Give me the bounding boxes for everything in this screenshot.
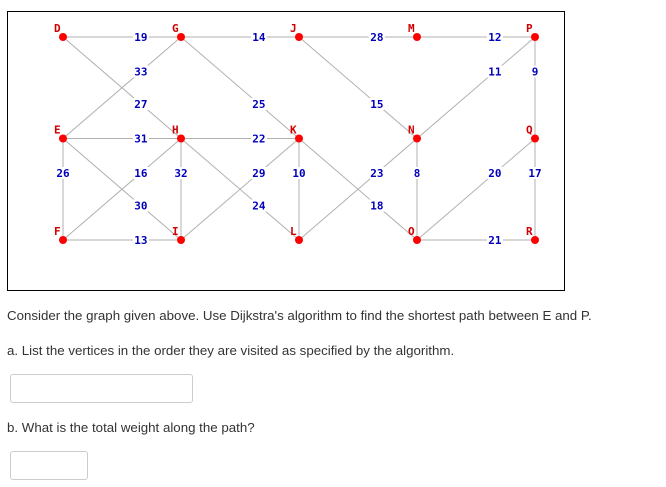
edge-weight-H-K: 22 — [252, 133, 265, 146]
edge-weight-E-H: 31 — [134, 133, 148, 146]
edge-weight-N-P: 11 — [488, 66, 502, 79]
edge-N-P — [416, 36, 536, 139]
edge-weight-L-N: 23 — [370, 167, 383, 180]
node-M — [413, 33, 421, 41]
edge-weight-J-M: 28 — [370, 31, 383, 44]
edge-weight-D-H: 27 — [134, 98, 147, 111]
weight-label-bg — [486, 31, 503, 43]
weight-label-bg — [368, 167, 385, 180]
graph-figure: 19 14 28 12 33 27 25 15 11 9 31 22 26 16 32 30 29 10 24 18 2… — [7, 11, 565, 291]
weight-label-bg — [173, 167, 189, 180]
node-P — [531, 33, 539, 41]
node-label-F: F — [54, 225, 61, 238]
edge-G-K — [180, 36, 300, 139]
node-label-G: G — [172, 22, 179, 35]
weight-label-bg — [527, 167, 543, 180]
node-label-P: P — [526, 22, 533, 35]
edge-L-N — [298, 138, 418, 241]
weight-label-bg — [132, 199, 149, 212]
node-label-R: R — [526, 225, 533, 238]
edge-weight-G-J: 14 — [252, 31, 266, 44]
edge-weight-Q-P: 9 — [532, 66, 539, 79]
part-a-answer-input[interactable] — [10, 374, 193, 403]
node-G — [177, 33, 185, 41]
weight-label-bg — [132, 132, 149, 145]
node-L — [295, 236, 303, 244]
graph-svg: 19 14 28 12 33 27 25 15 11 9 31 22 26 16 32 30 29 10 24 18 2… — [54, 22, 543, 247]
node-label-L: L — [290, 225, 297, 238]
weight-label-bg — [132, 65, 149, 78]
edge-weight-L-K: 10 — [292, 167, 305, 180]
question-intro: Consider the graph given above. Use Dijk… — [7, 308, 592, 323]
node-H — [177, 134, 185, 143]
node-label-M: M — [408, 22, 415, 35]
node-K — [295, 134, 303, 143]
part-b-answer-input[interactable] — [10, 451, 88, 480]
weight-label-bg — [368, 31, 385, 43]
question-part-a: a. List the vertices in the order they a… — [7, 343, 455, 358]
edge-weight-M-P: 12 — [488, 31, 501, 44]
edge-weight-K-O: 18 — [370, 199, 383, 212]
node-J — [295, 33, 303, 41]
weight-label-bg — [486, 65, 503, 78]
weight-label-bg — [291, 167, 307, 180]
node-O — [413, 236, 421, 244]
weight-label-bg — [132, 97, 149, 110]
node-D — [59, 33, 67, 41]
edge-weight-O-N: 8 — [414, 167, 421, 180]
weight-label-bg — [250, 31, 267, 43]
edge-weight-E-I: 30 — [134, 199, 147, 212]
edge-weight-F-I: 13 — [134, 234, 147, 247]
node-R — [531, 236, 539, 244]
weight-label-bg — [250, 97, 267, 110]
weight-label-bg — [530, 65, 540, 78]
weight-label-bg — [55, 167, 71, 180]
weight-label-bg — [486, 234, 503, 246]
weight-label-bg — [132, 234, 149, 246]
node-label-H: H — [172, 124, 179, 137]
node-label-O: O — [408, 225, 415, 238]
edge-E-I — [62, 138, 182, 241]
weight-label-bg — [250, 199, 267, 212]
node-F — [59, 236, 67, 244]
node-N — [413, 134, 421, 143]
node-label-E: E — [54, 124, 61, 137]
edge-weight-H-L: 24 — [252, 199, 266, 212]
edge-weight-F-E: 26 — [56, 167, 70, 180]
edge-weight-I-H: 32 — [174, 167, 187, 180]
node-label-I: I — [172, 225, 179, 238]
edge-weight-G-K: 25 — [252, 98, 265, 111]
edge-weight-O-Q: 20 — [488, 167, 501, 180]
edge-weight-R-Q: 17 — [528, 167, 541, 180]
weight-label-bg — [250, 132, 267, 145]
node-label-J: J — [290, 22, 297, 35]
node-label-Q: Q — [526, 124, 533, 137]
edge-weight-I-K: 29 — [252, 167, 265, 180]
node-E — [59, 134, 67, 143]
edge-weight-O-R: 21 — [488, 234, 502, 247]
node-Q — [531, 134, 539, 143]
edge-weight-E-G: 33 — [134, 66, 147, 79]
node-I — [177, 236, 185, 244]
node-label-D: D — [54, 22, 61, 35]
edge-weight-J-N: 15 — [370, 98, 383, 111]
edge-weight-F-H: 16 — [134, 167, 148, 180]
edge-O-Q — [416, 138, 536, 241]
node-label-N: N — [408, 124, 415, 137]
weight-label-bg — [486, 167, 503, 180]
weight-label-bg — [412, 167, 422, 180]
edge-J-N — [298, 36, 418, 139]
edge-D-H — [62, 36, 182, 139]
edge-H-L — [180, 138, 300, 241]
weight-label-bg — [132, 31, 149, 43]
weight-label-bg — [132, 167, 149, 180]
node-label-K: K — [290, 124, 297, 137]
question-part-b: b. What is the total weight along the pa… — [7, 420, 255, 435]
weight-label-bg — [250, 167, 267, 180]
weight-label-bg — [368, 199, 385, 212]
weight-label-bg — [368, 97, 385, 110]
edge-weight-D-G: 19 — [134, 31, 147, 44]
